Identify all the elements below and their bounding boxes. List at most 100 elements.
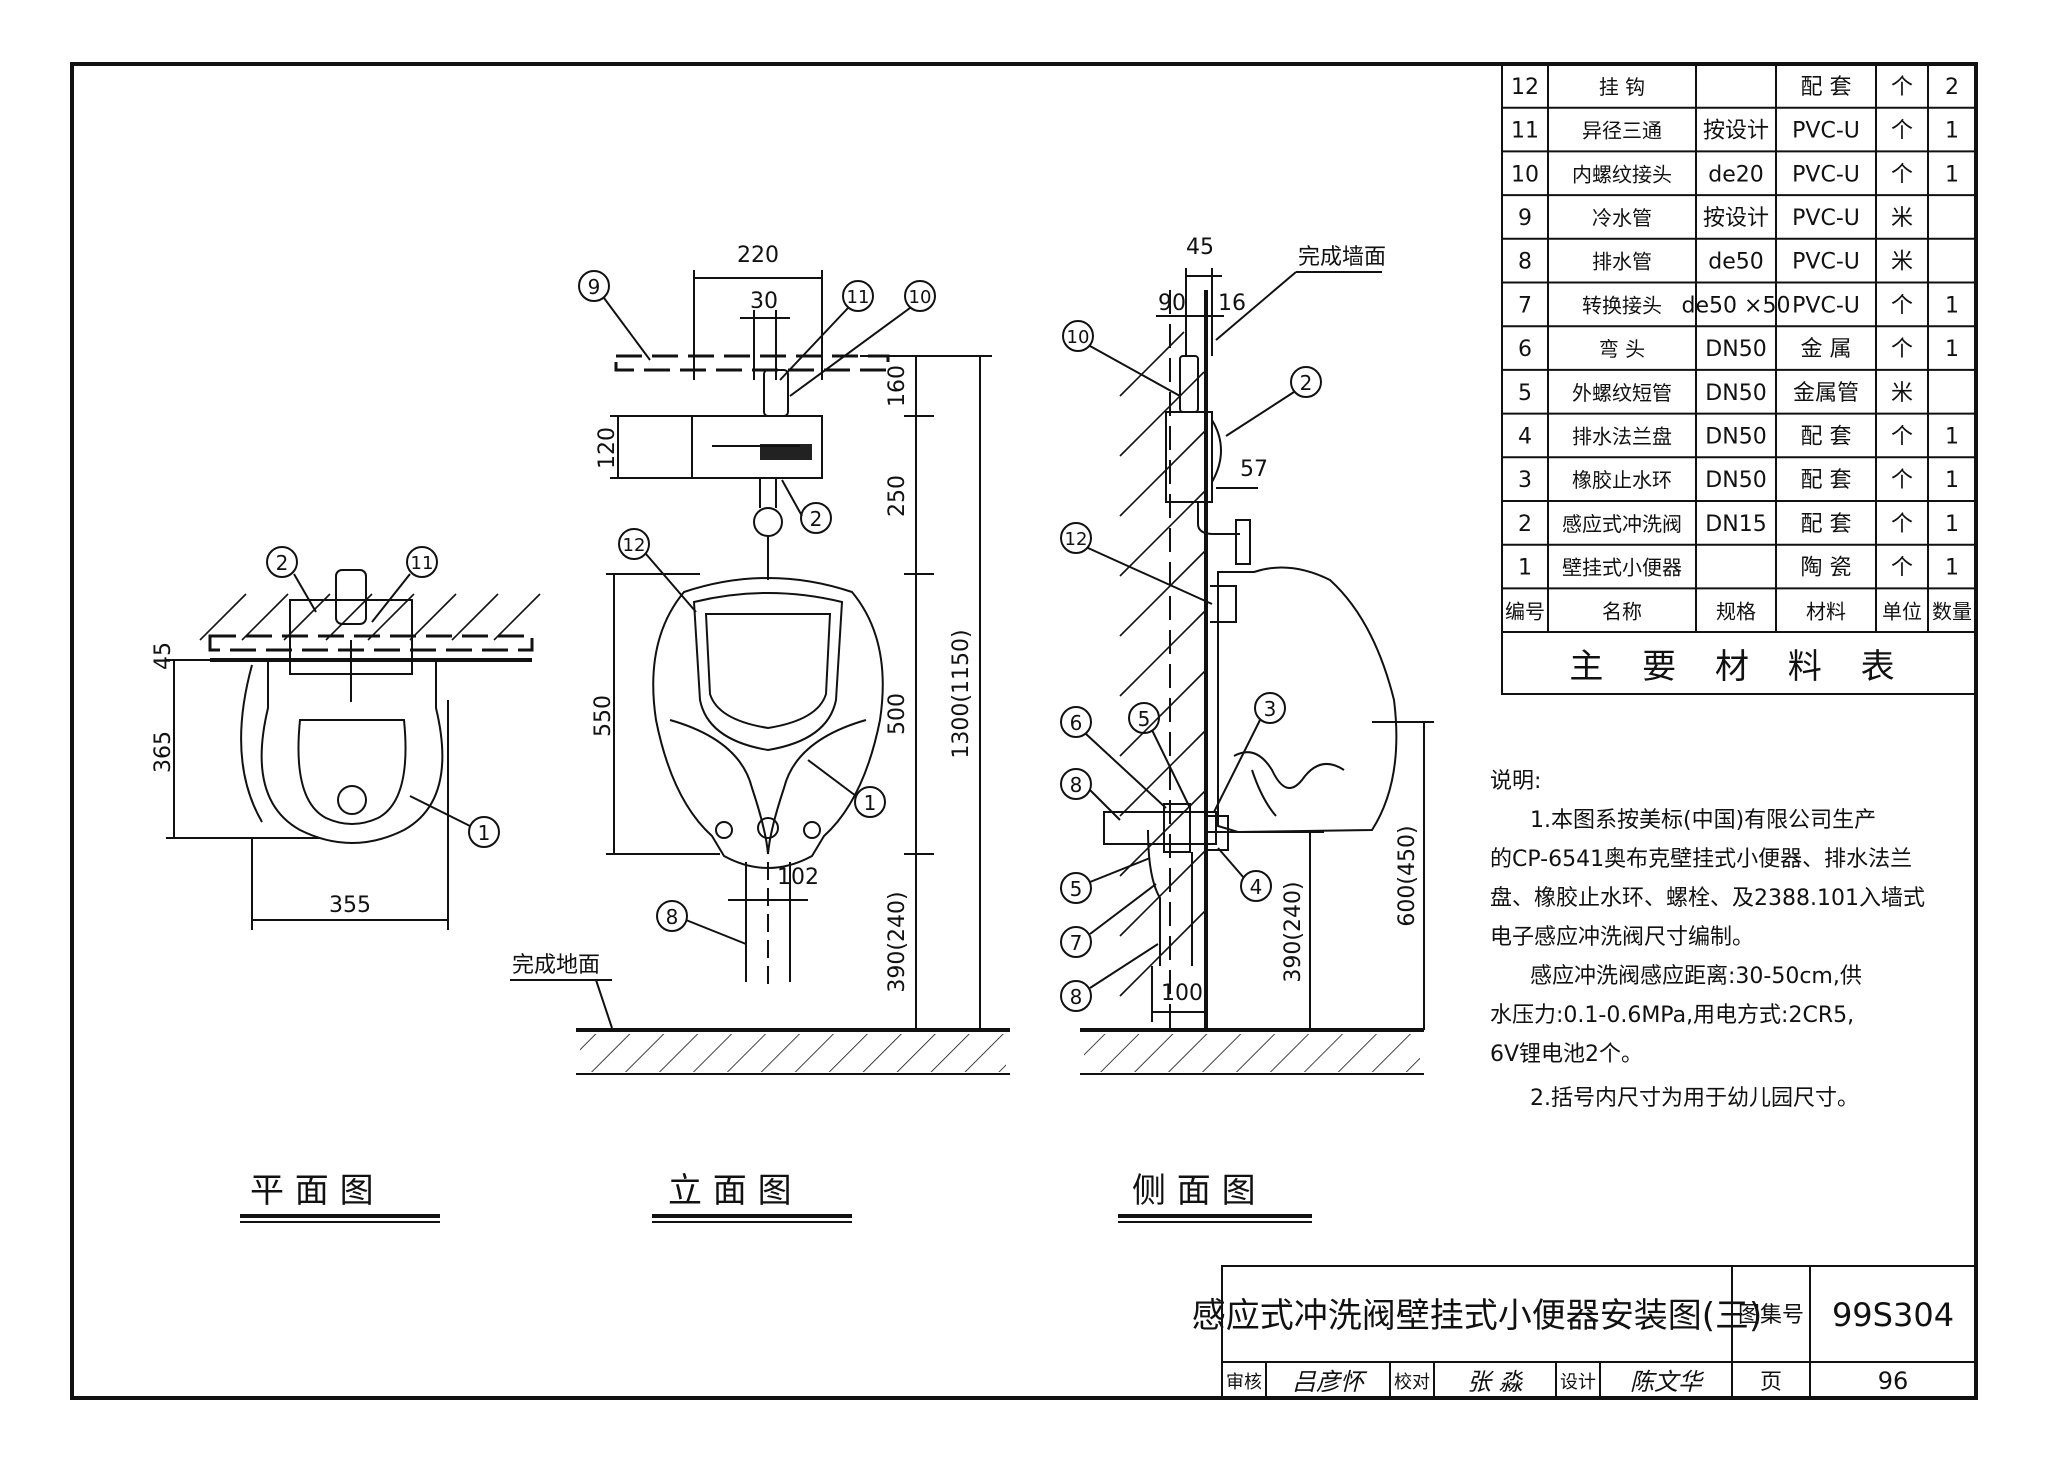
table-cell: DN50: [1705, 381, 1766, 406]
plan-callout-1: 1: [478, 821, 491, 845]
table-cell: 个: [1891, 424, 1913, 449]
table-cell: 挂 钩: [1599, 75, 1645, 99]
side-callout-10: 10: [1067, 327, 1090, 348]
note-line-6: 水压力:0.1-0.6MPa,用电方式:2CR5,: [1490, 1003, 1854, 1028]
table-cell: PVC-U: [1792, 206, 1860, 231]
elev-dim-220: 220: [737, 243, 779, 268]
table-cell: 12: [1511, 75, 1539, 100]
elev-dim-390: 390(240): [885, 891, 910, 992]
table-cell: 壁挂式小便器: [1562, 556, 1682, 580]
table-cell: 米: [1891, 206, 1913, 231]
note-line-4: 电子感应冲洗阀尺寸编制。: [1490, 925, 1754, 950]
floor-label: 完成地面: [512, 953, 600, 978]
side-callout-12: 12: [1065, 529, 1088, 550]
table-header-cell: 编号: [1505, 599, 1545, 623]
table-cell: PVC-U: [1792, 119, 1860, 144]
notes: 说明: 1.本图系按美标(中国)有限公司生产 的CP-6541奥布克壁挂式小便器…: [1490, 769, 1925, 1111]
table-cell: 转换接头: [1582, 293, 1662, 317]
table-cell: 2: [1518, 512, 1532, 537]
checker-signature: 张 淼: [1467, 1368, 1524, 1396]
side-view: 45 90 16 57 390(240) 600(450) 100 完成墙面 1…: [1060, 235, 1434, 1075]
table-cell: 4: [1518, 424, 1532, 449]
table-cell: 感应式冲洗阀: [1562, 512, 1682, 536]
sheet-border: [70, 62, 1978, 1400]
side-callout-7: 7: [1070, 931, 1083, 955]
table-cell: 6: [1518, 337, 1532, 362]
table-cell: 3: [1518, 468, 1532, 493]
table-cell: 排水管: [1592, 250, 1652, 274]
table-cell: 1: [1945, 293, 1959, 318]
table-cell: 1: [1945, 512, 1959, 537]
table-cell: 1: [1945, 468, 1959, 493]
plan-callout-11: 11: [411, 553, 434, 574]
table-cell: 5: [1518, 381, 1532, 406]
table-cell: 个: [1891, 162, 1913, 187]
table-cell: 个: [1891, 75, 1913, 100]
table-cell: 个: [1891, 556, 1913, 581]
table-header-cell: 数量: [1932, 599, 1972, 623]
table-header-cell: 单位: [1882, 599, 1922, 623]
side-dim-57: 57: [1240, 457, 1268, 482]
elev-dim-30: 30: [750, 289, 778, 314]
atlas-label: 图集号: [1738, 1303, 1804, 1328]
elev-dim-102: 102: [777, 865, 819, 890]
side-dim-45: 45: [1186, 235, 1214, 260]
table-cell: 米: [1891, 250, 1913, 275]
material-table-title: 主 要 材 料 表: [1569, 647, 1908, 687]
elev-callout-11: 11: [847, 287, 870, 308]
table-cell: de20: [1708, 162, 1764, 187]
side-callout-4: 4: [1250, 875, 1263, 899]
elev-callout-12: 12: [623, 535, 646, 556]
table-cell: 陶 瓷: [1801, 556, 1852, 581]
plan-view-title: 平 面 图: [250, 1171, 374, 1211]
drawing-title: 感应式冲洗阀壁挂式小便器安装图(三): [1192, 1296, 1763, 1336]
table-cell: 个: [1891, 468, 1913, 493]
table-cell: 2: [1945, 75, 1959, 100]
elev-callout-10: 10: [909, 287, 932, 308]
side-dim-600: 600(450): [1395, 825, 1420, 926]
elev-dim-550: 550: [591, 695, 616, 737]
table-cell: 7: [1518, 293, 1532, 318]
plan-dim-45: 45: [151, 642, 176, 670]
side-view-title: 侧 面 图: [1132, 1171, 1256, 1211]
side-callout-2: 2: [1300, 371, 1313, 395]
table-cell: 金属管: [1793, 381, 1859, 406]
table-cell: 8: [1518, 250, 1532, 275]
table-cell: 1: [1945, 556, 1959, 581]
table-cell: 异径三通: [1582, 119, 1662, 143]
table-cell: DN50: [1705, 337, 1766, 362]
table-cell: 个: [1891, 337, 1913, 362]
note-line-1: 1.本图系按美标(中国)有限公司生产: [1530, 808, 1876, 833]
page-label: 页: [1760, 1370, 1782, 1395]
table-cell: PVC-U: [1792, 293, 1860, 318]
table-cell: 9: [1518, 206, 1532, 231]
table-cell: 11: [1511, 119, 1539, 144]
table-cell: DN15: [1705, 512, 1766, 537]
table-cell: 1: [1945, 162, 1959, 187]
elevation-view: 完成地面 220 30: [510, 243, 1010, 1075]
design-label: 设计: [1560, 1372, 1596, 1393]
table-cell: 内螺纹接头: [1572, 162, 1672, 186]
elev-dim-120: 120: [595, 427, 620, 469]
side-dim-16: 16: [1218, 291, 1246, 316]
side-dim-100: 100: [1161, 981, 1203, 1006]
table-cell: 排水法兰盘: [1572, 424, 1672, 448]
table-cell: 按设计: [1703, 119, 1769, 144]
table-cell: DN50: [1705, 468, 1766, 493]
note-line-5: 感应冲洗阀感应距离:30-50cm,供: [1530, 964, 1862, 989]
table-cell: 1: [1945, 119, 1959, 144]
page-number: 96: [1878, 1367, 1909, 1395]
table-cell: 1: [1518, 556, 1532, 581]
elev-callout-9: 9: [588, 275, 601, 299]
table-cell: DN50: [1705, 424, 1766, 449]
side-callout-6: 6: [1070, 711, 1083, 735]
table-cell: 配 套: [1801, 75, 1852, 100]
note-line-8: 2.括号内尺寸为用于幼儿园尺寸。: [1530, 1086, 1859, 1111]
plan-dim-365: 365: [151, 731, 176, 773]
table-cell: 弯 头: [1599, 337, 1645, 361]
note-line-2: 的CP-6541奥布克壁挂式小便器、排水法兰: [1490, 847, 1912, 872]
check-label: 校对: [1394, 1372, 1430, 1393]
plan-callout-2: 2: [276, 551, 289, 575]
